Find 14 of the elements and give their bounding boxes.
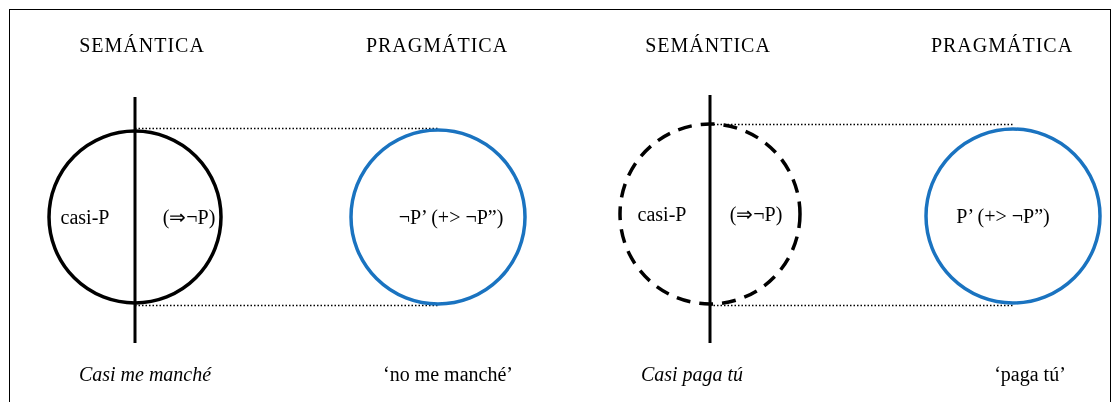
example-caption: Casi paga tú — [640, 364, 744, 384]
column-heading: SEMÁNTICA — [645, 35, 771, 55]
column-heading: PRAGMÁTICA — [930, 35, 1074, 55]
formula-text: casi-P — [637, 204, 687, 224]
formula-text: (⇒¬P) — [729, 204, 783, 224]
column-heading: PRAGMÁTICA — [365, 35, 509, 55]
formula-text: ¬P’ (+> ¬P”) — [398, 207, 504, 227]
example-caption: Casi me manché — [78, 364, 212, 384]
formula-text: P’ (+> ¬P”) — [956, 206, 1050, 226]
column-heading: SEMÁNTICA — [79, 35, 205, 55]
formula-text: casi-P — [60, 207, 110, 227]
example-caption: ‘paga tú’ — [994, 364, 1066, 384]
example-caption: ‘no me manché’ — [383, 364, 513, 384]
formula-text: (⇒¬P) — [162, 207, 216, 227]
